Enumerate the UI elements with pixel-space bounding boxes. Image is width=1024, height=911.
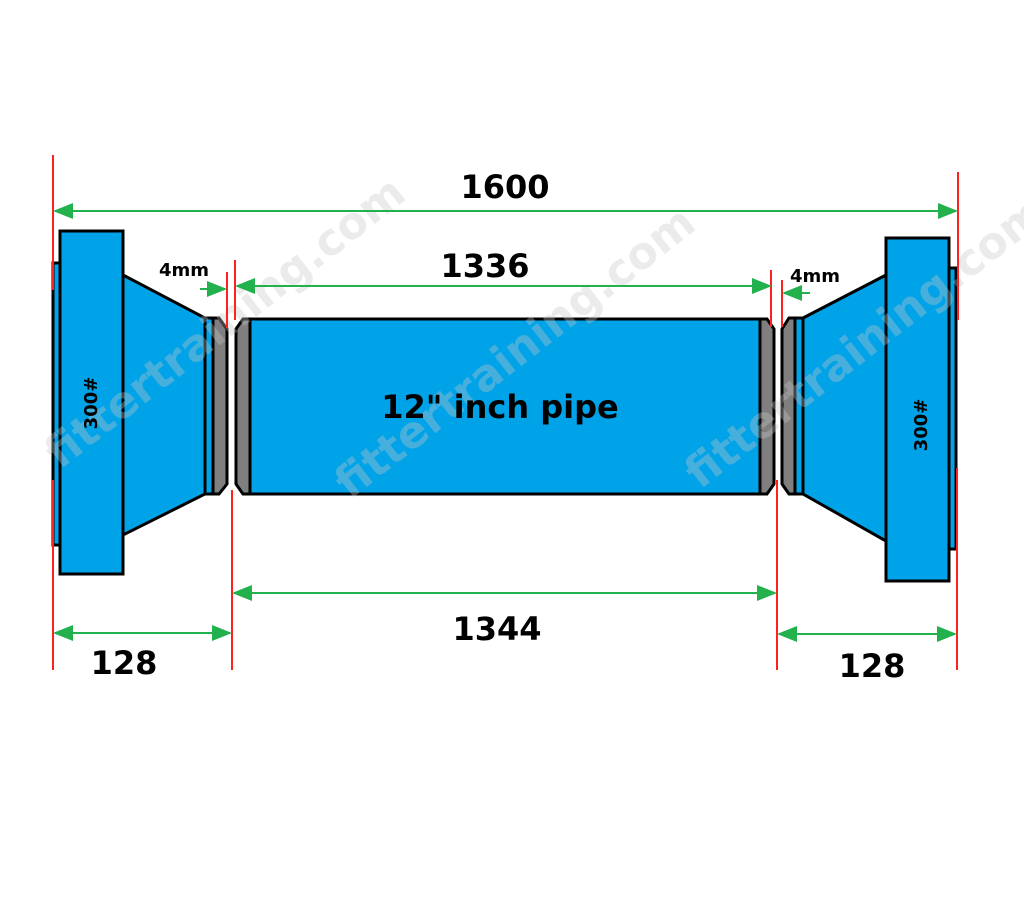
dim-left-flange: 128 xyxy=(91,644,158,682)
right-gap-label: 4mm xyxy=(790,266,840,287)
right-flange xyxy=(780,236,958,583)
right-flange-body xyxy=(884,236,951,583)
left-flange xyxy=(51,229,229,576)
pipe-right-bevel xyxy=(758,317,776,496)
pipe-body xyxy=(248,317,762,496)
dim-overall: 1600 xyxy=(460,168,549,206)
left-flange-rating: 300# xyxy=(81,377,102,430)
pipe-label: 12" inch pipe xyxy=(381,388,618,426)
dim-right-flange: 128 xyxy=(839,647,906,685)
pipe-left-bevel xyxy=(234,317,252,496)
dim-pipe: 1336 xyxy=(440,247,529,285)
right-flange-rating: 300# xyxy=(911,399,932,452)
dimension-lines xyxy=(53,203,958,642)
pipe xyxy=(234,317,776,496)
left-flange-bevel xyxy=(211,316,229,496)
dim-gap: 1344 xyxy=(452,610,541,648)
left-gap-label: 4mm xyxy=(159,260,209,281)
